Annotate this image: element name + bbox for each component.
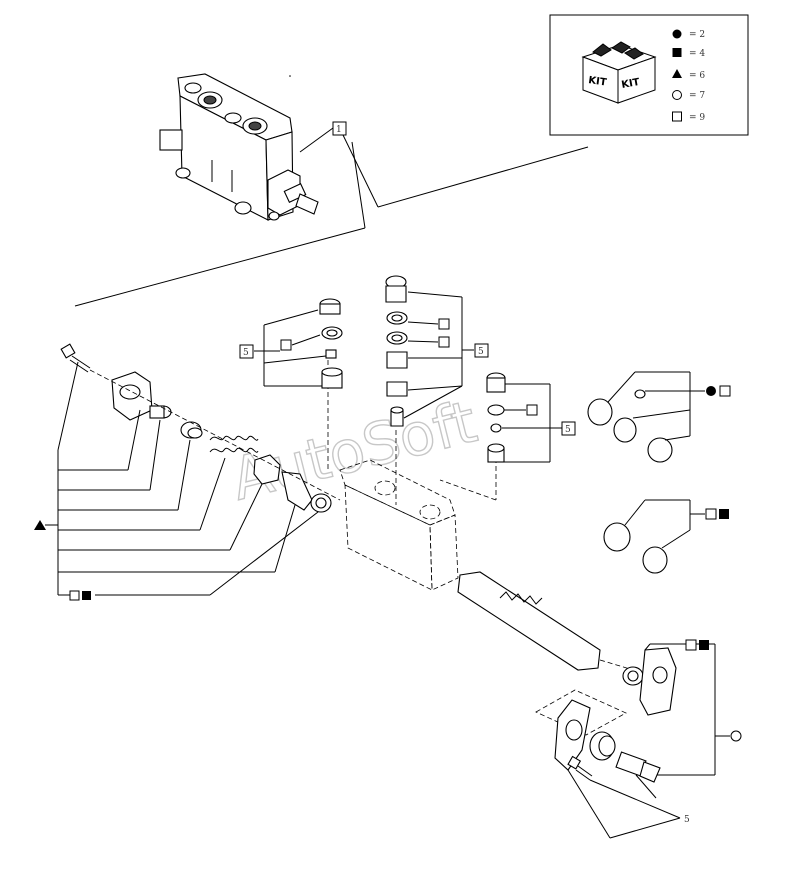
legend-entry-1: = 2	[689, 30, 705, 40]
filled-square-marker-icon	[699, 640, 709, 650]
kit-box-icon: KIT KIT	[581, 41, 657, 104]
open-square-marker-icon	[526, 404, 538, 416]
spool-end-cap-parts	[60, 343, 341, 513]
filled-square-marker-icon	[82, 591, 91, 600]
o-ring-group-lower	[603, 499, 729, 574]
open-square-marker-icon	[69, 590, 80, 601]
watermark-text: AutoSoft	[225, 387, 483, 513]
bottom-callout-label: 5	[684, 815, 690, 825]
filled-square-icon	[672, 48, 682, 57]
top-callout-label: 1	[336, 125, 342, 135]
flange-parts-lower: 5	[535, 639, 742, 839]
filled-circle-marker-icon	[706, 386, 716, 396]
open-square-icon	[672, 111, 682, 122]
left-plug-group: 5	[239, 298, 343, 389]
open-square-marker-icon	[719, 385, 731, 397]
filled-triangle-icon	[672, 69, 682, 78]
open-square-marker-icon	[280, 339, 292, 351]
kit-legend: KIT KIT = 2 = 4 = 6 = 7 = 9	[549, 14, 749, 136]
valve-section-assembly	[159, 73, 319, 221]
legend-entry-2: = 4	[689, 49, 705, 59]
kit-label-right: KIT	[621, 77, 641, 91]
open-square-marker-icon	[685, 639, 697, 651]
legend-entry-4: = 7	[689, 91, 705, 101]
open-circle-marker-icon	[730, 730, 742, 742]
top-callout: 1	[74, 121, 589, 307]
kit-label-left: KIT	[588, 75, 608, 88]
left-callout-leaders	[34, 361, 319, 601]
left-plug-callout-label: 5	[243, 348, 249, 358]
o-ring-group-upper	[587, 371, 731, 463]
legend-entry-5: = 9	[689, 113, 705, 123]
open-circle-icon	[672, 90, 682, 100]
open-square-marker-icon	[705, 508, 717, 520]
filled-circle-icon	[672, 29, 682, 39]
open-square-marker-icon	[438, 318, 450, 330]
valve-body-ghost	[327, 360, 641, 673]
relief-valve-callout-label: 5	[565, 425, 571, 435]
filled-triangle-marker-icon	[34, 520, 46, 530]
center-plug-callout-label: 5	[478, 347, 484, 357]
center-plug-group: 5	[385, 275, 489, 427]
filled-square-marker-icon	[719, 509, 729, 519]
relief-valve-group: 5	[486, 372, 576, 463]
legend-entry-3: = 6	[689, 71, 705, 81]
open-square-marker-icon	[438, 336, 450, 348]
